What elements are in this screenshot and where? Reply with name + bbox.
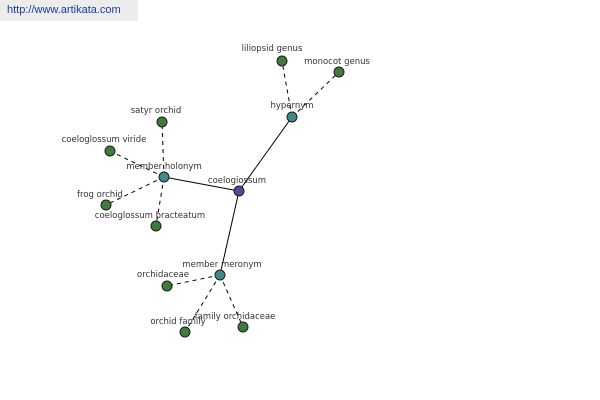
labels-layer: coelogiossum hypernym member holonym mem… bbox=[62, 44, 371, 327]
leaf-label-orchid-family: orchid family bbox=[150, 317, 205, 327]
relation-label-member-holonym: member holonym bbox=[126, 162, 201, 172]
edge-holonym-leaf-1 bbox=[109, 150, 165, 178]
leaf-label-coeloglossum-viride: coeloglossum viride bbox=[62, 135, 147, 145]
leaf-node-coeloglossum-bracteatum[interactable] bbox=[150, 220, 162, 232]
edge-hypernym-leaf-0 bbox=[281, 60, 293, 118]
edge-center-hypernym bbox=[238, 116, 293, 192]
center-label: coelogiossum bbox=[208, 176, 266, 186]
edge-meronym-leaf-2 bbox=[219, 274, 244, 328]
edge-meronym-leaf-1 bbox=[184, 274, 221, 333]
leaf-node-orchid-family[interactable] bbox=[179, 326, 191, 338]
nodes-layer bbox=[100, 55, 345, 338]
leaf-node-coeloglossum-viride[interactable] bbox=[104, 145, 116, 157]
leaf-label-satyr-orchid: satyr orchid bbox=[131, 106, 182, 116]
edge-holonym-leaf-3 bbox=[155, 176, 165, 227]
leaf-label-liliopsid-genus: liliopsid genus bbox=[242, 44, 303, 54]
leaf-node-satyr-orchid[interactable] bbox=[156, 116, 168, 128]
edge-meronym-leaf-0 bbox=[166, 274, 221, 287]
relation-label-hypernym: hypernym bbox=[270, 101, 313, 111]
edge-hypernym-leaf-1 bbox=[291, 71, 340, 118]
source-url-link[interactable]: http://www.artikata.com bbox=[7, 4, 121, 16]
leaf-label-monocot-genus: monocot genus bbox=[304, 57, 370, 67]
leaf-node-liliopsid-genus[interactable] bbox=[276, 55, 288, 67]
leaf-node-orchidaceae[interactable] bbox=[161, 280, 173, 292]
leaf-label-coeloglossum-bracteatum: coeloglossum bracteatum bbox=[95, 211, 205, 221]
leaf-node-frog-orchid[interactable] bbox=[100, 199, 112, 211]
leaf-node-family-orchidaceae[interactable] bbox=[237, 321, 249, 333]
center-node[interactable] bbox=[233, 185, 245, 197]
leaf-label-orchidaceae: orchidaceae bbox=[137, 270, 189, 280]
leaf-node-monocot-genus[interactable] bbox=[333, 66, 345, 78]
edge-center-holonym bbox=[163, 176, 240, 192]
relation-label-member-meronym: member meronym bbox=[182, 260, 261, 270]
edge-holonym-leaf-2 bbox=[105, 176, 165, 206]
relation-node-member-holonym[interactable] bbox=[158, 171, 170, 183]
edges-layer bbox=[105, 60, 340, 333]
relation-node-hypernym[interactable] bbox=[286, 111, 298, 123]
leaf-label-family-orchidaceae: family orchidaceae bbox=[195, 312, 276, 322]
edge-holonym-leaf-0 bbox=[161, 121, 165, 178]
url-banner: http://www.artikata.com bbox=[0, 0, 138, 21]
relation-node-member-meronym[interactable] bbox=[214, 269, 226, 281]
edge-center-meronym bbox=[219, 190, 240, 276]
leaf-label-frog-orchid: frog orchid bbox=[77, 190, 123, 200]
